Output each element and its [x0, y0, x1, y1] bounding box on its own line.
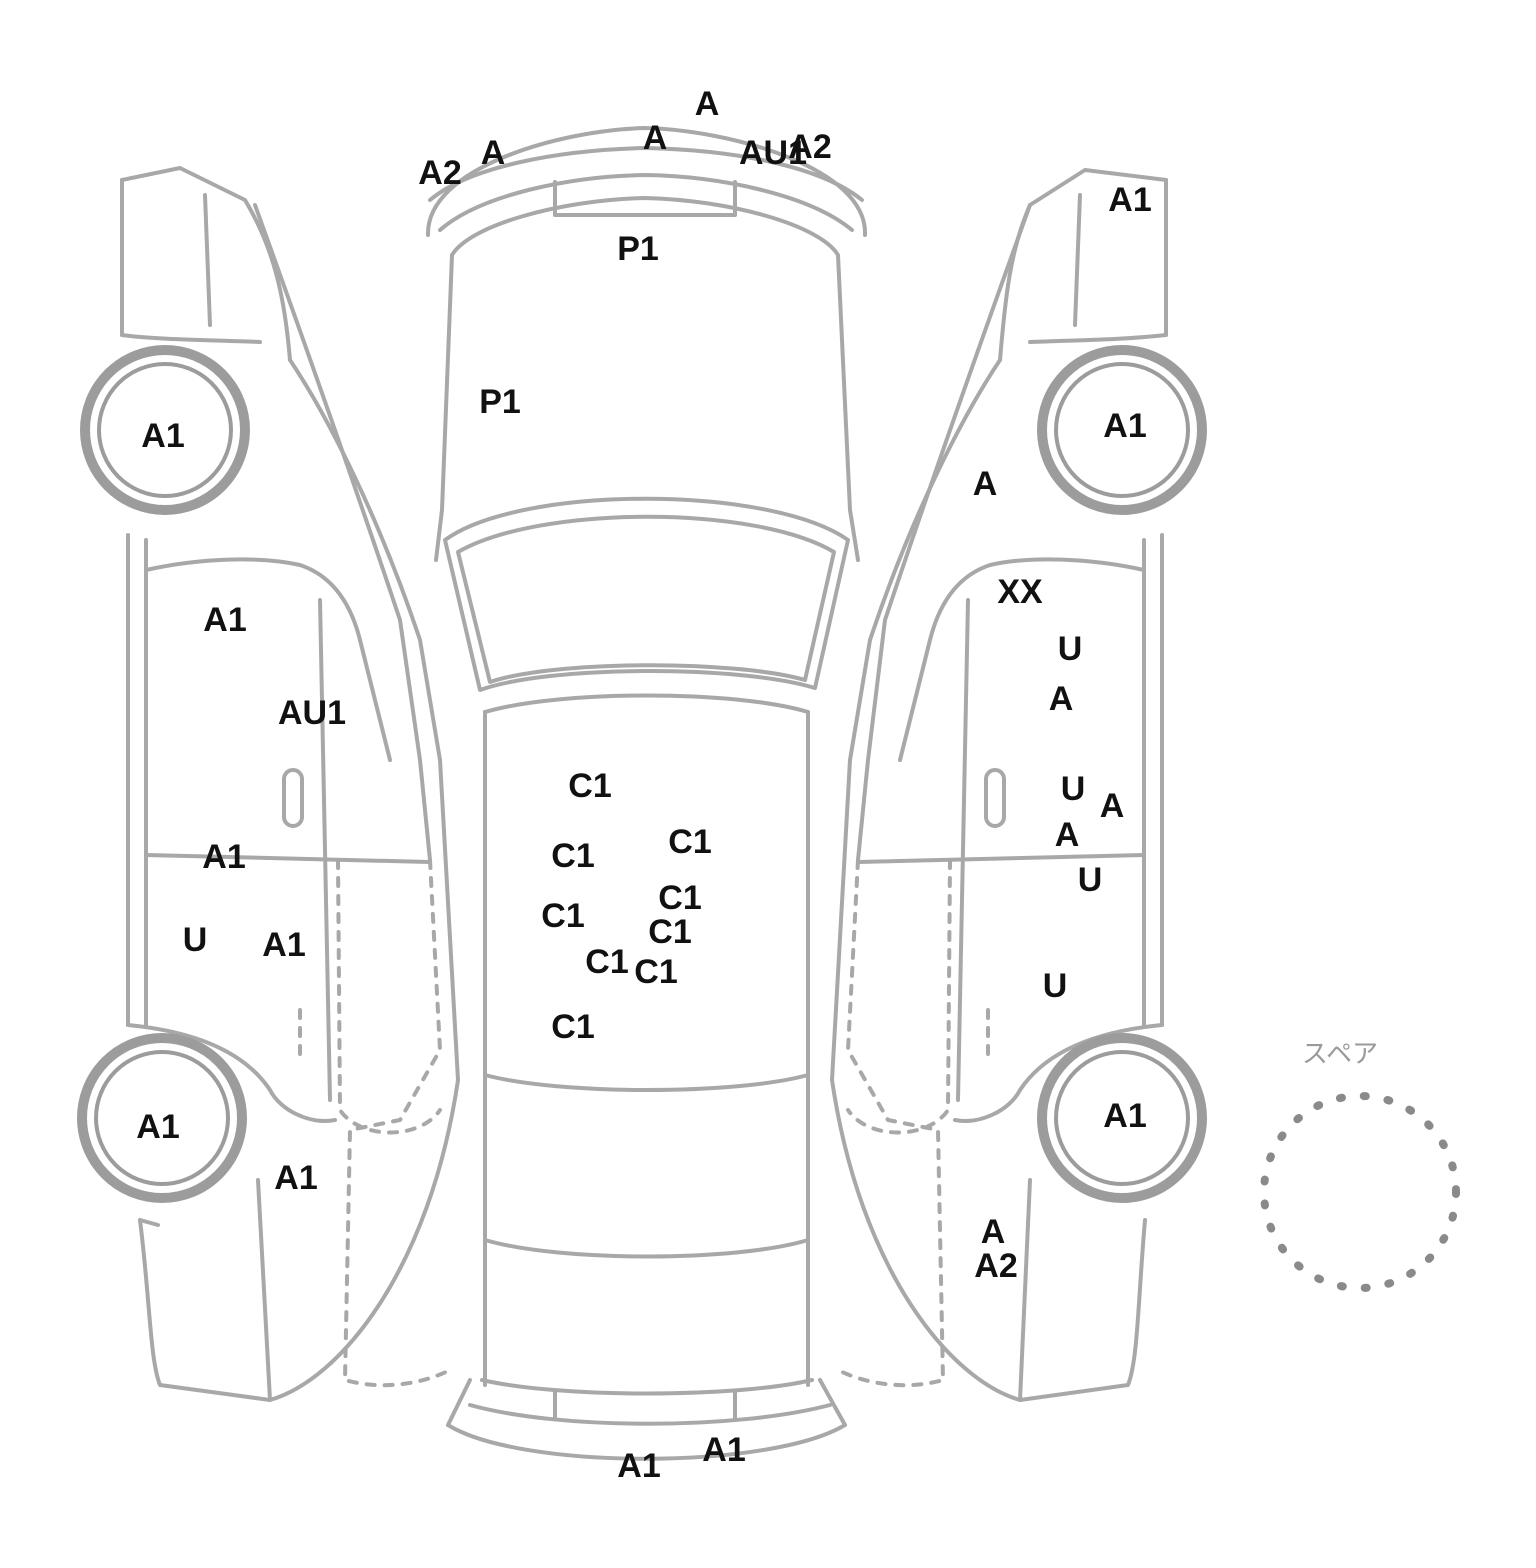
damage-marker: A: [1048, 680, 1074, 718]
damage-marker: A1: [1103, 407, 1147, 445]
damage-marker: XX: [997, 573, 1043, 611]
top-view: [425, 126, 868, 1461]
damage-marker: C1: [634, 953, 678, 991]
damage-marker: A: [480, 134, 506, 172]
damage-marker: P1: [617, 230, 659, 268]
damage-marker: U: [182, 921, 208, 959]
damage-marker: C1: [541, 897, 585, 935]
damage-marker: A1: [1103, 1097, 1147, 1135]
damage-marker: A: [1099, 787, 1125, 825]
damage-marker: C1: [568, 767, 612, 805]
damage-marker: U: [1057, 630, 1083, 668]
spare-tire: [1260, 1092, 1460, 1292]
right-side-view: [830, 168, 1168, 1402]
damage-marker: C1: [585, 943, 629, 981]
damage-marker: U: [1077, 861, 1103, 899]
damage-marker: AU1: [738, 134, 808, 172]
wheels: [77, 345, 1207, 1203]
damage-marker: A1: [1108, 181, 1152, 219]
damage-marker: U: [1042, 967, 1068, 1005]
damage-marker: A1: [202, 838, 246, 876]
damage-marker: A2: [974, 1247, 1018, 1285]
damage-marker: C1: [551, 1008, 595, 1046]
left-side-view: [120, 166, 460, 1402]
damage-marker: A2: [788, 128, 832, 166]
damage-marker: A: [694, 85, 720, 123]
damage-marker: P1: [479, 383, 521, 421]
spare-tire-label: スペア: [1301, 1039, 1379, 1070]
damage-marker: A1: [203, 601, 247, 639]
damage-marker: C1: [551, 837, 595, 875]
damage-marker: C1: [658, 879, 702, 917]
damage-marker: A1: [141, 417, 185, 455]
damage-marker: A1: [617, 1447, 661, 1485]
damage-marker: A1: [274, 1159, 318, 1197]
damage-marker: C1: [648, 913, 692, 951]
damage-marker: A1: [702, 1431, 746, 1469]
damage-marker: C1: [668, 823, 712, 861]
damage-marker: A2: [418, 154, 462, 192]
damage-marker: A: [1054, 816, 1080, 854]
damage-marker: A1: [136, 1108, 180, 1146]
damage-marker: A1: [262, 926, 306, 964]
damage-marker: A: [642, 119, 668, 157]
damage-marker: A: [972, 465, 998, 503]
damage-marker: A: [980, 1213, 1006, 1251]
damage-marker: U: [1060, 770, 1086, 808]
damage-marker: AU1: [277, 694, 347, 732]
